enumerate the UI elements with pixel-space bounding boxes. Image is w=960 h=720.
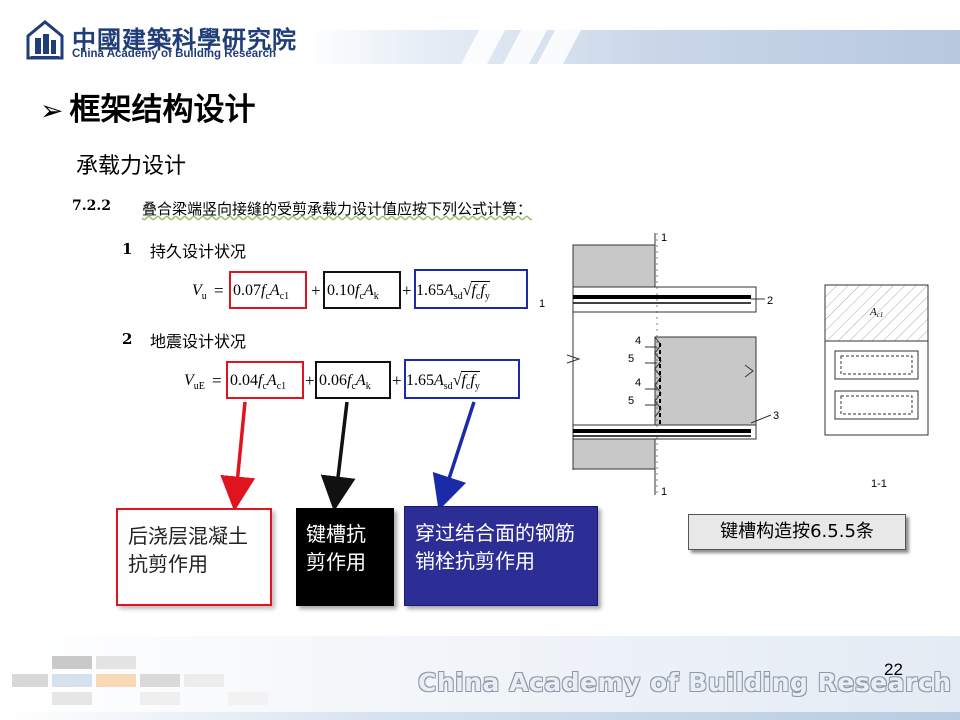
formula-term: 1.65Asd√fcfy (406, 371, 480, 393)
footer-tile (140, 674, 180, 687)
case-label: 地震设计状况 (150, 332, 247, 351)
org-name-cn: 中國建築科學研究院 (72, 25, 297, 54)
slide-subtitle: 承载力设计 (76, 154, 187, 179)
formula-equals: = (214, 281, 224, 300)
explanation-dowel-shear: 穿过结合面的钢筋销栓抗剪作用 (404, 506, 598, 606)
footer-tile (184, 674, 224, 687)
footer-line (0, 712, 960, 720)
term-box-red (226, 361, 304, 399)
drawing-label: 2 (767, 295, 773, 307)
footer-tile (52, 692, 92, 705)
key-detail-note: 键槽构造按6.5.5条 (688, 514, 906, 550)
clause-number: 7.2.2 (72, 198, 111, 214)
drawing-label: 1 (661, 486, 667, 498)
arrow-red (220, 401, 256, 512)
slide-title: ➢框架结构设计 (40, 84, 255, 129)
clause-text: 叠合梁端竖向接缝的受剪承载力设计值应按下列公式计算： (142, 198, 532, 219)
footer-org-name: China Academy of Building Research (418, 668, 952, 697)
formula-lhs: Vu (192, 282, 207, 303)
formula-equals: = (212, 371, 222, 390)
formula-plus: + (392, 371, 402, 390)
header-banner (305, 30, 960, 64)
cabr-logo-icon (26, 20, 64, 60)
term-box-black (315, 361, 391, 399)
formula-plus: + (305, 371, 315, 390)
formula-term: 1.65Asd√fcfy (416, 281, 490, 303)
formula-term: 0.07fcAc1 (233, 282, 290, 303)
arrow-black (320, 401, 356, 512)
case-number: 2 (122, 330, 133, 348)
case-label: 持久设计状况 (150, 242, 247, 261)
formula-plus: + (402, 281, 412, 300)
joint-detail-drawing: 1 1 1 2 3 4 5 4 5 Ac1 1-1 (539, 232, 929, 498)
drawing-label: 3 (773, 410, 779, 422)
footer-tile (52, 656, 92, 669)
drawing-label: 5 (628, 395, 634, 407)
page-number: 22 (884, 660, 903, 679)
formula-lhs: VuE (184, 372, 205, 393)
clause-text-content: 叠合梁端竖向接缝的受剪承载力设计值应按下列公式计算： (142, 200, 533, 218)
slide-title-text: 框架结构设计 (69, 92, 256, 128)
case-number: 1 (122, 240, 133, 258)
term-box-red (229, 271, 307, 309)
footer-tile (140, 692, 180, 705)
drawing-label: 4 (635, 335, 641, 347)
arrow-bullet-icon: ➢ (40, 94, 64, 127)
footer-tile (228, 692, 268, 705)
drawing-label: 1 (661, 232, 667, 244)
term-box-black (323, 271, 401, 309)
footer-tile (96, 674, 136, 687)
footer-tile (12, 674, 48, 687)
area-label: Ac1 (869, 306, 883, 319)
term-box-blue (414, 269, 528, 309)
formula-plus: + (311, 281, 321, 300)
drawing-label: 4 (635, 377, 641, 389)
drawing-label: 5 (628, 353, 634, 365)
org-name-en: China Academy of Building Research (72, 48, 277, 60)
formula-term: 0.10fcAk (327, 282, 379, 303)
explanation-concrete-shear: 后浇层混凝土抗剪作用 (116, 508, 272, 606)
formula-term: 0.06fcAk (319, 372, 371, 393)
term-box-blue (404, 359, 520, 399)
drawing-label: 1 (539, 298, 545, 310)
arrow-blue (432, 401, 476, 511)
footer-tile (96, 656, 136, 669)
section-label: 1-1 (871, 478, 887, 490)
explanation-key-shear: 键槽抗剪作用 (296, 508, 394, 606)
formula-term: 0.04fcAc1 (230, 372, 287, 393)
footer-tile (52, 674, 92, 687)
